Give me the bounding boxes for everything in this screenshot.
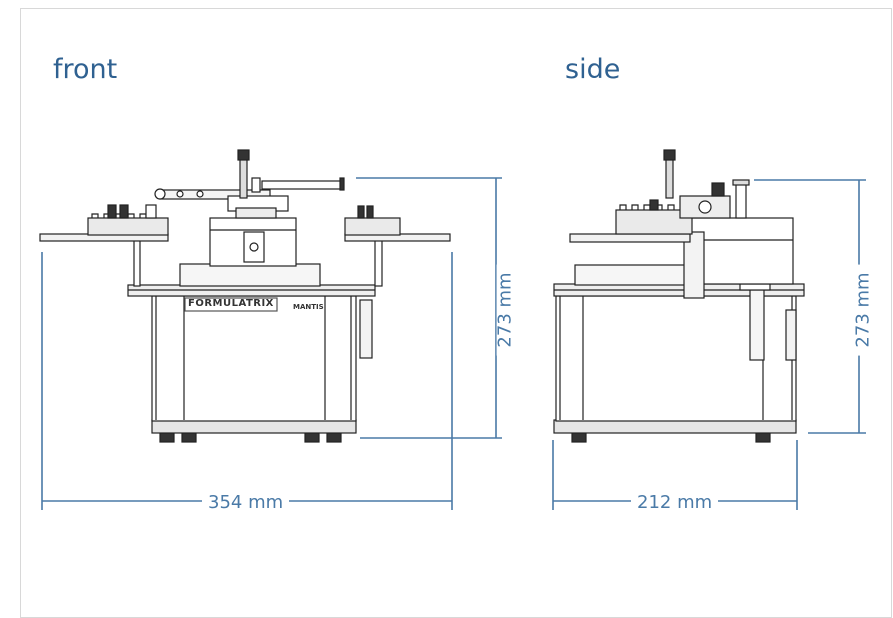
front-view-title: front bbox=[53, 54, 118, 85]
side-height-dimension: 273 mm bbox=[853, 264, 874, 356]
front-brand-label: FORMULATRIX bbox=[188, 298, 274, 309]
front-height-dimension: 273 mm bbox=[495, 264, 516, 356]
front-width-dimension: 354 mm bbox=[202, 494, 290, 512]
front-view-machine bbox=[39, 149, 451, 443]
side-view-machine bbox=[553, 149, 805, 443]
side-width-dimension: 212 mm bbox=[631, 494, 719, 512]
side-view-title: side bbox=[565, 54, 621, 85]
front-model-label: MANTIS bbox=[293, 303, 324, 311]
